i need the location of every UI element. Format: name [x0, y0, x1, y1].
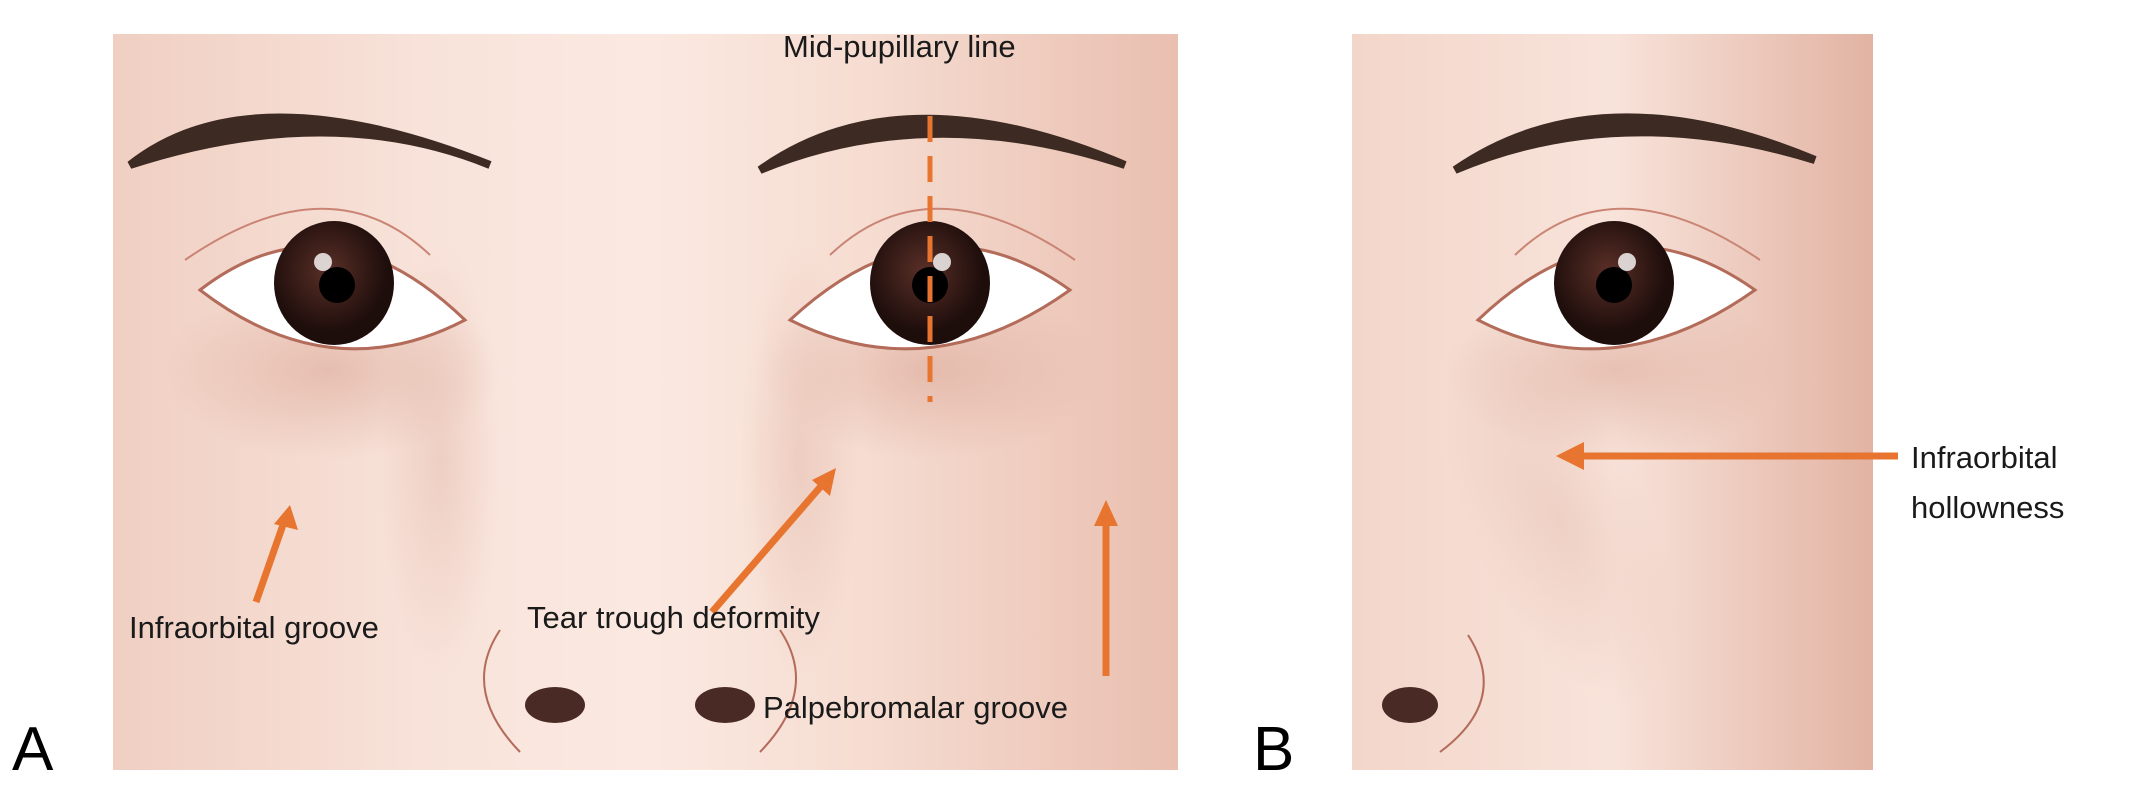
label-infraorbital-hollowness-1: Infraorbital	[1911, 440, 2057, 475]
eye-b	[1475, 207, 1761, 351]
eyebrow-right	[757, 114, 1127, 174]
panel-b-illustration	[1352, 34, 1873, 770]
label-palpebromalar-groove: Palpebromalar groove	[763, 690, 1068, 725]
arrow-tear-trough	[709, 482, 825, 615]
label-mid-pupillary-line: Mid-pupillary line	[783, 29, 1016, 64]
arrows	[252, 442, 1898, 676]
eye-left	[184, 207, 468, 351]
panel-label-a: A	[12, 715, 54, 784]
panel-a-illustration	[113, 34, 1178, 770]
label-tear-trough: Tear trough deformity	[527, 600, 820, 635]
eyebrow-b	[1452, 113, 1817, 174]
nose	[483, 629, 797, 753]
arrow-infraorbital-groove	[252, 520, 288, 604]
panel-label-b: B	[1253, 715, 1294, 784]
eyebrow-left	[127, 113, 492, 169]
label-infraorbital-groove: Infraorbital groove	[129, 610, 379, 645]
label-infraorbital-hollowness-2: hollowness	[1911, 490, 2064, 525]
